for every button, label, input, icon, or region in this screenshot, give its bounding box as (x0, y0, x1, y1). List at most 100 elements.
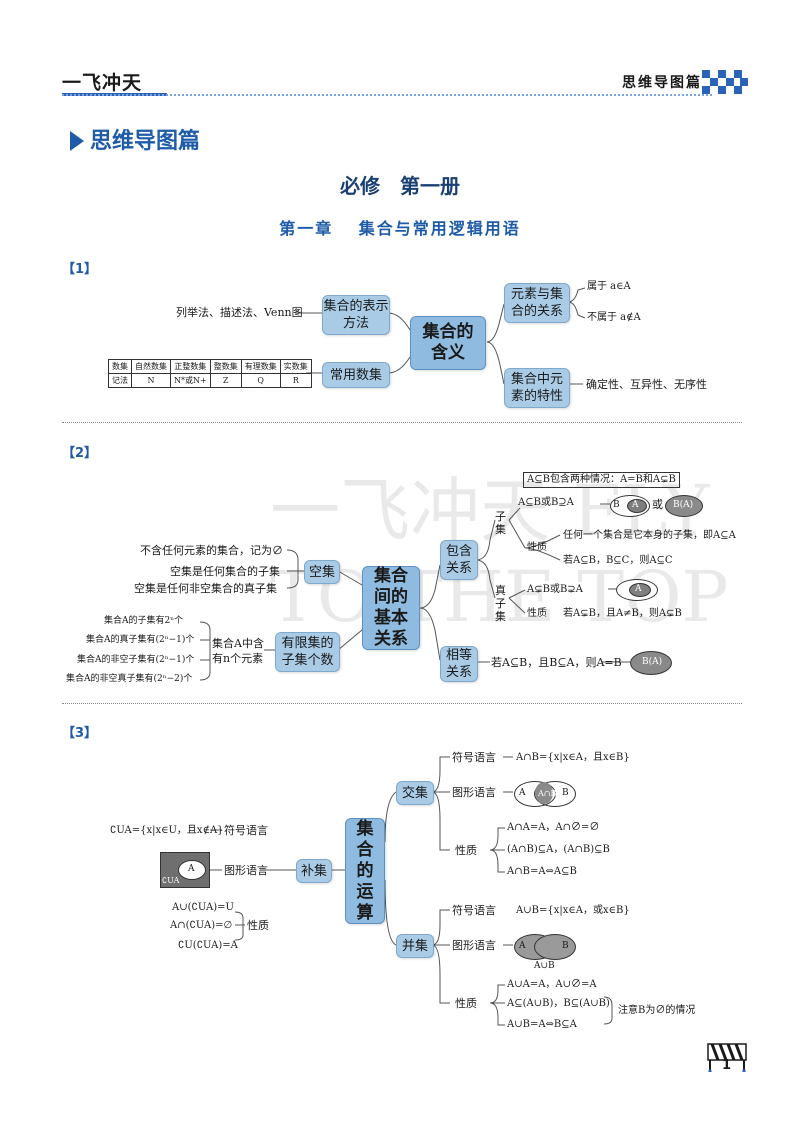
flag-icon (707, 1043, 747, 1073)
equal-node: 相等关系 (440, 646, 478, 682)
table-cell: R (279, 373, 312, 388)
subset-prop1: 任何一个集合是它本身的子集，即A⊆A (563, 530, 736, 541)
table-cell: Q (240, 373, 281, 388)
proper-subset-label: 真子集 (495, 584, 506, 623)
venn-label-a: A (519, 788, 526, 798)
number-sets-table: 数集 自然数集 正整数集 整数集 有理数集 实数集 记法 N N*或N+ Z Q… (108, 359, 312, 388)
map2-tag: 【2】 (62, 446, 98, 461)
finite-item: 集合A的非空子集有(2ⁿ−1)个 (77, 655, 195, 665)
map3-tag: 【3】 (62, 726, 98, 741)
table-header-row: 数集 自然数集 正整数集 整数集 有理数集 实数集 (108, 359, 312, 374)
page-heading-text: 思维导图篇 (90, 129, 201, 154)
comp-symbol-label: 符号语言 (224, 824, 268, 837)
comp-prop: A∩(∁UA)=∅ (170, 920, 233, 931)
comp-prop: A∪(∁UA)=U (172, 902, 234, 913)
venn-label-a: A (188, 864, 195, 874)
venn-label-ba: B(A) (642, 657, 663, 667)
equal-desc: 若A⊆B，且B⊆A，则A=B (491, 656, 622, 669)
finite-item: 集合A的非空真子集有(2ⁿ−2)个 (66, 674, 193, 684)
union-prop: A∪A=A，A∪∅=A (507, 979, 597, 990)
venn-equal-small (665, 495, 703, 517)
venn-subset-a (627, 499, 647, 513)
empty-item: 空集是任何集合的子集 (170, 565, 280, 578)
union-symbol: A∪B={x|x∈A，或x∈B} (516, 905, 630, 916)
brand-logo: 一飞冲天 (62, 72, 143, 94)
venn-complement-label: ∁UA (162, 876, 180, 885)
venn-label-a: A (635, 584, 642, 594)
table-cell: 实数集 (279, 359, 312, 374)
empty-item: 空集是任何非空集合的真子集 (134, 582, 277, 595)
chapter-title: 第一章 集合与常用逻辑用语 (279, 219, 521, 238)
empty-item: 不含任何元素的集合，记为∅ (140, 544, 283, 557)
comp-property-label: 性质 (247, 919, 269, 932)
finite-item: 集合A的真子集有(2ⁿ−1)个 (86, 635, 195, 645)
venn-label-a: A (632, 500, 639, 510)
common-sets-node: 常用数集 (322, 362, 390, 388)
venn-label-b: B (562, 941, 569, 951)
inter-prop: (A∩B)⊆A，(A∩B)⊆B (507, 844, 610, 855)
page-number: 1 (722, 1058, 732, 1073)
repr-node: 集合的表示方法 (322, 295, 390, 335)
complement-node: 补集 (296, 859, 332, 883)
finite-node: 有限集的子集个数 (275, 632, 340, 672)
map3-center-node: 集合的运算 (345, 818, 385, 924)
inter-graphic-label: 图形语言 (452, 786, 496, 799)
venn-inter-overlap (535, 782, 553, 804)
proper-def: A⊊B或B⊋A (527, 584, 583, 595)
venn-label-ba: B(A) (673, 500, 694, 510)
inter-property-label: 性质 (455, 844, 477, 857)
finite-mid-text: 集合A中含有n个元素 (212, 637, 264, 665)
contain-node: 包含关系 (440, 540, 478, 580)
checker-decoration (702, 70, 748, 96)
venn-label-ab: A∩B (538, 789, 557, 798)
venn-union-label: A∪B (534, 961, 555, 971)
arrow-icon (70, 131, 84, 151)
union-property-label: 性质 (455, 997, 477, 1010)
venn-label-b: B (562, 788, 569, 798)
section-label: 思维导图篇 (622, 75, 702, 91)
map2-center-node: 集合间的基本关系 (362, 566, 420, 650)
inter-prop: A∩A=A，A∩∅=∅ (507, 822, 600, 833)
repr-desc: 列举法、描述法、Venn图 (176, 306, 303, 319)
inter-symbol-label: 符号语言 (452, 751, 496, 764)
inter-prop: A∩B=A⇔A⊆B (507, 866, 577, 877)
union-prop: A∪B=A⇔B⊆A (507, 1019, 577, 1030)
feature-desc: 确定性、互异性、无序性 (586, 378, 707, 391)
separator (62, 422, 742, 423)
venn-equal (630, 651, 672, 675)
feature-node: 集合中元素的特性 (504, 368, 570, 408)
table-cell: Z (209, 373, 242, 388)
comp-symbol: ∁UA={x|x∈U，且x∉A} (110, 825, 224, 836)
comp-graphic-label: 图形语言 (224, 864, 268, 877)
intersect-node: 交集 (396, 781, 434, 805)
venn-union-b (534, 934, 576, 960)
proper-prop: 若A⊊B，且A≠B，则A⊊B (563, 608, 682, 619)
union-note: 注意B为∅的情况 (618, 1005, 696, 1016)
book-title: 必修 第一册 (340, 174, 460, 198)
separator (62, 703, 742, 704)
empty-set-node: 空集 (304, 560, 340, 584)
property-label: 性质 (527, 542, 547, 553)
venn-label-b: B (613, 500, 620, 510)
map1-center-node: 集合的含义 (410, 316, 486, 370)
page-number-badge: 1 (706, 1042, 748, 1073)
venn-inter-b (534, 781, 576, 807)
page-heading: 思维导图篇 (70, 123, 200, 155)
table-cell: N (131, 373, 171, 388)
venn-label-a: A (519, 941, 526, 951)
venn-complement-a (178, 860, 206, 880)
union-prop: A⊆(A∪B)，B⊆(A∪B) (507, 998, 610, 1009)
subset-def: A⊆B或B⊇A (518, 497, 574, 508)
finite-item: 集合A的子集有2ⁿ个 (104, 616, 184, 626)
union-graphic-label: 图形语言 (452, 939, 496, 952)
comp-prop: ∁U(∁UA)=A (178, 940, 238, 951)
venn-proper-a (629, 583, 651, 597)
subset-note: A⊆B包含两种情况：A=B和A⊊B (523, 472, 680, 488)
header-divider (62, 94, 712, 96)
relation-node: 元素与集合的关系 (504, 283, 570, 323)
table-row: 记法 N N*或N+ Z Q R (108, 373, 312, 388)
inter-symbol: A∩B={x|x∈A，且x∈B} (516, 752, 630, 763)
union-symbol-label: 符号语言 (452, 904, 496, 917)
